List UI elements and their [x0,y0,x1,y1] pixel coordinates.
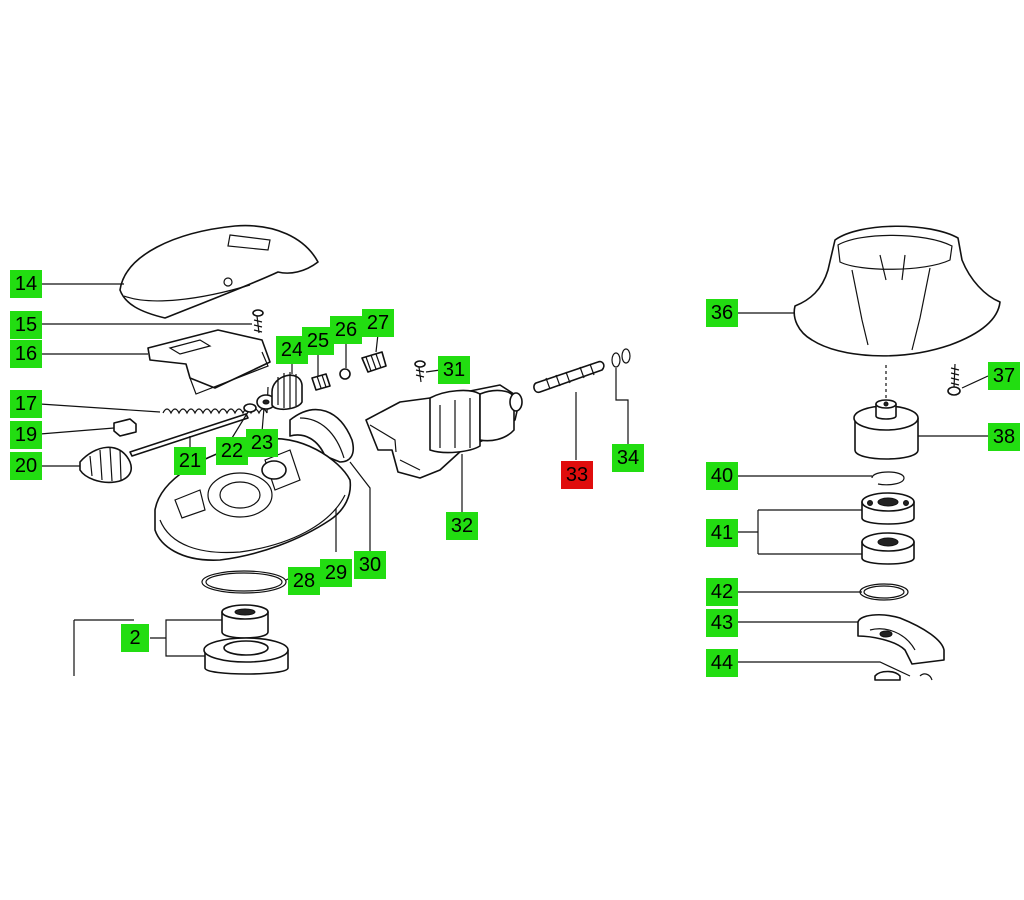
callout-14[interactable]: 14 [10,270,42,298]
part-24-gear [271,372,303,411]
part-22-washer [243,403,257,413]
callout-20[interactable]: 20 [10,452,42,480]
part-27-spring [361,351,387,373]
callout-29[interactable]: 29 [320,559,352,587]
callout-15[interactable]: 15 [10,311,42,339]
callout-33[interactable]: 33 [561,461,593,489]
callout-23[interactable]: 23 [246,429,278,457]
part-41-bearing-top [861,492,915,525]
callout-36[interactable]: 36 [706,299,738,327]
part-34-orings [611,348,631,368]
part-25-bushing [311,373,331,391]
callout-41[interactable]: 41 [706,519,738,547]
callout-19[interactable]: 19 [10,421,42,449]
part-31-screw [414,360,426,383]
callout-27[interactable]: 27 [362,309,394,337]
part-43-counterweight [857,613,945,665]
callout-38[interactable]: 38 [988,423,1020,451]
part-28-oring [201,570,287,594]
part-30-cover [289,408,355,463]
callout-2[interactable]: 2 [121,624,149,652]
part-2-bearing [221,604,269,639]
callout-32[interactable]: 32 [446,512,478,540]
part-33-shaft [533,360,605,394]
part-44-screw [874,670,933,681]
callout-31[interactable]: 31 [438,356,470,384]
part-37-screw [947,363,961,396]
part-16-switch-slide [147,329,271,395]
part-26-ball [339,368,351,380]
part-32-gear-housing [365,384,523,479]
callout-43[interactable]: 43 [706,609,738,637]
callout-40[interactable]: 40 [706,462,738,490]
callout-44[interactable]: 44 [706,649,738,677]
callout-28[interactable]: 28 [288,567,320,595]
part-40-circlip [871,471,905,486]
part-20-knob [79,446,132,484]
callout-26[interactable]: 26 [330,316,362,344]
callout-34[interactable]: 34 [612,444,644,472]
part-15-screw [252,309,264,334]
part-2-hub [203,637,289,675]
part-21-rod [129,413,249,457]
part-36-base-housing [793,225,1001,357]
callout-22[interactable]: 22 [216,437,248,465]
callout-21[interactable]: 21 [174,447,206,475]
part-41-bearing-bottom [861,532,915,565]
callout-42[interactable]: 42 [706,578,738,606]
callout-37[interactable]: 37 [988,362,1020,390]
callout-17[interactable]: 17 [10,390,42,418]
part-38-eccentric [853,399,919,460]
part-14-top-cover [119,224,319,319]
part-42-ring [859,583,909,601]
part-17-spring [162,386,269,415]
callout-16[interactable]: 16 [10,340,42,368]
part-19-block [113,418,137,437]
leader-lines [39,283,989,677]
callout-30[interactable]: 30 [354,551,386,579]
callout-25[interactable]: 25 [302,327,334,355]
